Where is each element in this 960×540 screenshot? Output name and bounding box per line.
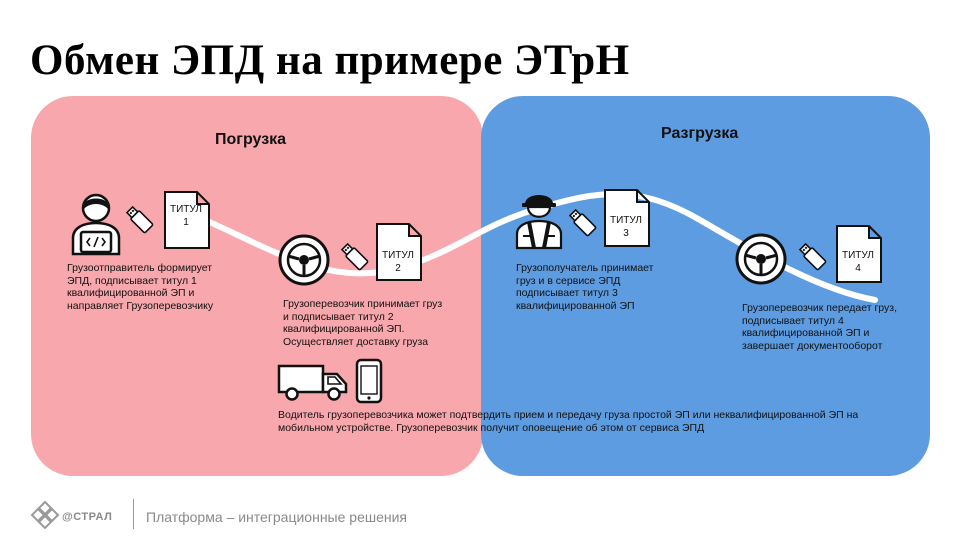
document-number: 2 xyxy=(395,263,401,274)
loading-title: Погрузка xyxy=(215,131,287,148)
footer-divider xyxy=(133,499,134,529)
truck-icon xyxy=(277,364,348,401)
document-number: 4 xyxy=(855,263,861,274)
brand-name: @СТРАЛ xyxy=(62,511,113,523)
steering-wheel-icon xyxy=(735,233,787,285)
document-label: ТИТУЛ xyxy=(170,204,202,215)
document-title-3: ТИТУЛ 3 xyxy=(603,188,653,248)
document-label: ТИТУЛ xyxy=(842,250,874,261)
document-number: 1 xyxy=(183,217,189,228)
usb-key-icon xyxy=(340,242,369,271)
document-title-4: ТИТУЛ 4 xyxy=(835,224,885,284)
step-1-description: Грузоотправитель формирует ЭПД, подписыв… xyxy=(67,262,214,312)
document-label: ТИТУЛ xyxy=(610,215,642,226)
document-label: ТИТУЛ xyxy=(382,250,414,261)
usb-key-icon xyxy=(798,242,827,271)
step-2-description: Грузоперевозчик принимает груз и подписы… xyxy=(283,298,443,348)
logo-icon xyxy=(30,500,60,530)
page-title: Обмен ЭПД на примере ЭТрН xyxy=(30,37,630,84)
steering-wheel-icon xyxy=(278,234,330,286)
driver-note: Водитель грузоперевозчика может подтверд… xyxy=(278,409,859,434)
step-4-description: Грузоперевозчик передает груз, подписыва… xyxy=(742,302,897,352)
step-3-description: Грузополучатель принимает груз и в серви… xyxy=(516,262,654,312)
footer-caption: Платформа – интеграционные решения xyxy=(146,509,408,525)
smartphone-icon xyxy=(355,358,383,404)
worker-icon xyxy=(515,195,563,250)
usb-key-icon xyxy=(125,205,154,234)
document-number: 3 xyxy=(623,228,629,239)
developer-icon xyxy=(71,193,121,256)
usb-key-icon xyxy=(568,208,597,237)
document-title-2: ТИТУЛ 2 xyxy=(375,222,425,282)
unloading-title: Разгрузка xyxy=(661,125,739,142)
document-title-1: ТИТУЛ 1 xyxy=(163,190,213,250)
